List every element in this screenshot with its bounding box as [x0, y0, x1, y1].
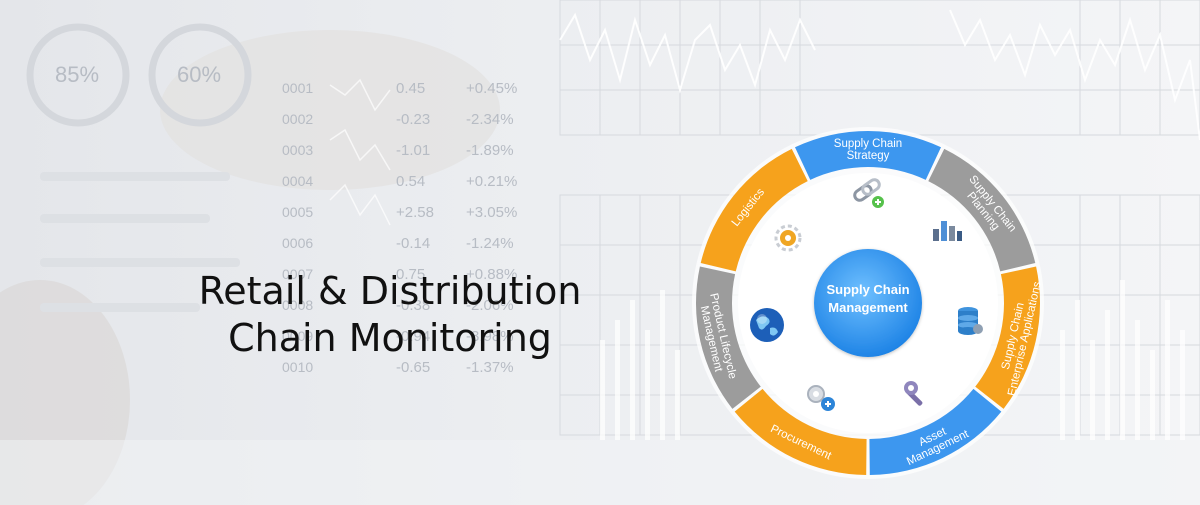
bar-chart-icon — [933, 221, 962, 241]
ticker-change: -2.06% — [466, 297, 514, 314]
chain-link-icon — [853, 178, 884, 208]
segment-logistics — [700, 148, 808, 272]
segment-label-line: Supply Chain — [834, 138, 902, 150]
sun-gear-icon — [774, 224, 802, 252]
ticker-change: -1.37% — [466, 359, 514, 376]
ticker-id: 0003 — [282, 142, 314, 158]
ticker-value: 0.45 — [396, 80, 426, 97]
center-label-2: Management — [828, 300, 908, 315]
ticker-value: -1.01 — [396, 142, 431, 159]
headline-line-2: Chain Monitoring — [228, 316, 552, 360]
ticker-value: 0.54 — [396, 173, 426, 190]
ticker-id: 0001 — [282, 80, 314, 96]
ticker-change: +3.05% — [466, 204, 518, 221]
gears-icon — [807, 385, 835, 411]
ticker-value: 0.75 — [396, 266, 426, 283]
ticker-value: +2.58 — [396, 204, 434, 221]
ticker-change: +0.88% — [466, 266, 518, 283]
segment-enterprise — [975, 266, 1040, 409]
ticker-change: -1.89% — [466, 142, 514, 159]
ticker-value: -0.38 — [396, 297, 431, 314]
segment-planning — [928, 148, 1036, 272]
segment-asset — [869, 388, 1002, 475]
ticker-change: -1.24% — [466, 235, 514, 252]
ticker-value: -0.14 — [396, 235, 431, 252]
database-icon — [958, 307, 983, 335]
segment-procurement — [734, 388, 867, 475]
center-label-1: Supply Chain — [826, 282, 909, 297]
gauge-label-1: 85% — [55, 62, 100, 87]
segment-strategy — [794, 131, 942, 180]
center-circle — [814, 249, 922, 357]
ticker-value: -0.94 — [396, 328, 431, 345]
globe-icon — [750, 308, 784, 342]
ticker-id: 0004 — [282, 173, 314, 189]
ticker-id: 0005 — [282, 204, 314, 220]
segment-lifecycle — [696, 266, 761, 409]
segment-label-line: Strategy — [847, 150, 890, 162]
ticker-id: 0010 — [282, 359, 314, 375]
ticker-id: 0002 — [282, 111, 314, 127]
ticker-id: 0007 — [282, 266, 314, 282]
ticker-id: 0008 — [282, 297, 314, 313]
ticker-value: -0.23 — [396, 111, 431, 128]
segment-label-lifecycle: Product LifecycleManagement — [695, 292, 738, 383]
wrench-icon — [904, 381, 923, 406]
gauge-label-2: 60% — [177, 62, 222, 87]
ticker-value: -0.65 — [396, 359, 431, 376]
headline-line-1: Retail & Distribution — [198, 269, 582, 313]
ticker-change: -3.98% — [466, 328, 514, 345]
ticker-change: +0.45% — [466, 80, 518, 97]
page-headline: Retail & Distribution Chain Monitoring — [150, 268, 630, 362]
wheel-segments — [696, 131, 1040, 475]
ticker-id: 0006 — [282, 235, 314, 251]
ticker-change: +0.21% — [466, 173, 518, 190]
ticker-id: 0009 — [282, 328, 314, 344]
ticker-change: -2.34% — [466, 111, 514, 128]
